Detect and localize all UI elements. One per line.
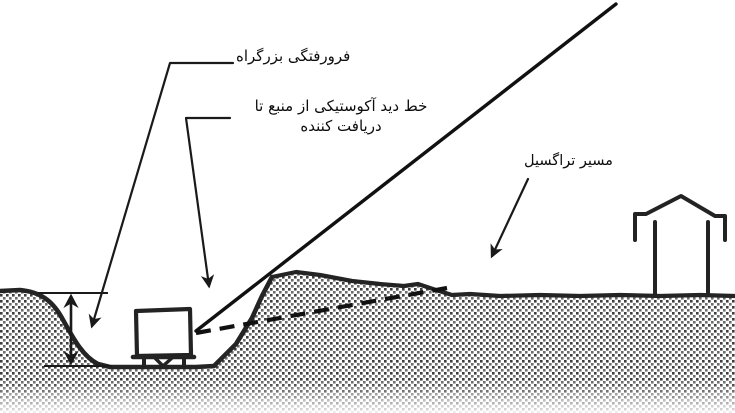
acoustic-sight-line [194, 2, 618, 333]
house-receiver [633, 194, 727, 297]
house-roof-and-walls [633, 194, 727, 242]
truck-axle-detail [153, 356, 174, 368]
transmission-path-dashed [195, 285, 448, 336]
ground-profile-slope-right [211, 274, 275, 369]
sight-line-ray [194, 2, 618, 333]
ground-profile-left [0, 287, 217, 370]
leader-lines [88, 61, 530, 329]
truck-noise-source [130, 306, 197, 369]
ground-profile-middle [269, 269, 735, 299]
ground-mass [0, 272, 735, 413]
cut-depth-dimension [38, 291, 112, 368]
ground-surface-line [0, 269, 735, 370]
leader-sight-line [184, 116, 232, 289]
transmission-path [195, 285, 448, 336]
label-acoustic-sight-line: خط دید آکوستیکی از منبع تا دریافت کننده [254, 97, 428, 136]
stipple-fade [0, 300, 735, 413]
leader-highway-cut [88, 61, 235, 329]
label-highway-cut: فرورفتگی بزرگراه [236, 47, 351, 65]
label-transmission-path: مسیر تراگسیل [524, 153, 613, 169]
leader-transmission-path [490, 177, 530, 259]
